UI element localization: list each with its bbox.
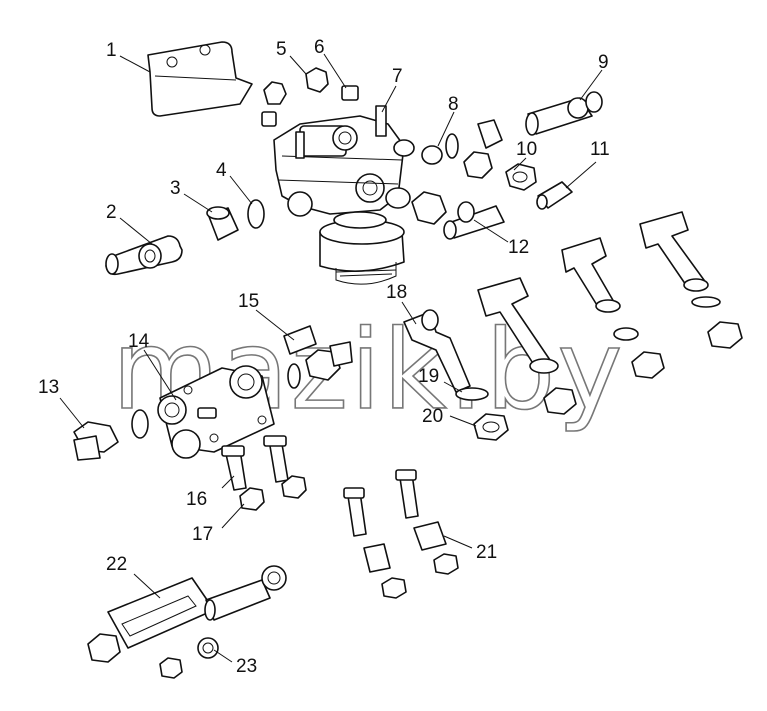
part-7-valve-body bbox=[273, 105, 415, 285]
label-part-2: 2 bbox=[106, 202, 117, 223]
part-23-washers bbox=[159, 637, 219, 679]
part-13-plug bbox=[73, 421, 119, 461]
part-10-nut bbox=[463, 151, 537, 191]
label-part-20: 20 bbox=[422, 406, 443, 427]
part-22-strap bbox=[87, 565, 287, 663]
label-part-19: 19 bbox=[418, 366, 439, 387]
part-20-nut bbox=[473, 413, 509, 441]
label-part-6: 6 bbox=[314, 37, 325, 58]
leader-lines bbox=[59, 53, 603, 663]
part-17-nuts bbox=[239, 475, 307, 511]
part-6-fitting bbox=[261, 85, 359, 127]
part-1-bracket bbox=[147, 41, 253, 117]
label-part-7: 7 bbox=[392, 66, 403, 87]
part-8-washers bbox=[421, 119, 503, 165]
label-part-9: 9 bbox=[598, 52, 609, 73]
label-part-16: 16 bbox=[186, 489, 207, 510]
part-18-banjo bbox=[403, 309, 471, 393]
label-part-12: 12 bbox=[508, 237, 529, 258]
o-ring-near-13 bbox=[131, 409, 149, 439]
part-14-valve-body bbox=[157, 365, 275, 459]
label-part-10: 10 bbox=[516, 139, 537, 160]
label-part-18: 18 bbox=[386, 282, 407, 303]
label-part-8: 8 bbox=[448, 94, 459, 115]
label-part-15: 15 bbox=[238, 291, 259, 312]
label-part-22: 22 bbox=[106, 554, 127, 575]
label-part-21: 21 bbox=[476, 542, 497, 563]
part-9-elbow-fitting bbox=[525, 91, 603, 136]
part-12-adapter bbox=[411, 191, 505, 240]
label-part-5: 5 bbox=[276, 39, 287, 60]
part-5-cap-nut bbox=[263, 67, 329, 105]
label-part-11: 11 bbox=[590, 139, 610, 160]
part-11-banjo bbox=[536, 181, 573, 210]
label-part-4: 4 bbox=[216, 160, 227, 181]
part-2-tee-fitting bbox=[105, 235, 183, 276]
label-part-23: 23 bbox=[236, 656, 257, 677]
part-3-sleeve bbox=[206, 206, 239, 241]
part-16-bolts bbox=[221, 435, 289, 491]
label-part-3: 3 bbox=[170, 178, 181, 199]
part-21-clamp-set bbox=[343, 469, 459, 599]
part-15-fittings bbox=[283, 325, 353, 389]
elbow-fittings-right bbox=[477, 211, 743, 415]
part-4-o-ring bbox=[247, 199, 265, 229]
label-part-13: 13 bbox=[38, 377, 59, 398]
part-number-labels: 1 2 3 4 5 6 7 8 9 10 11 12 13 14 15 16 1… bbox=[38, 37, 610, 677]
label-part-17: 17 bbox=[192, 524, 213, 545]
label-part-1: 1 bbox=[106, 40, 117, 61]
label-part-14: 14 bbox=[128, 331, 150, 352]
part-19-washer bbox=[455, 387, 489, 401]
